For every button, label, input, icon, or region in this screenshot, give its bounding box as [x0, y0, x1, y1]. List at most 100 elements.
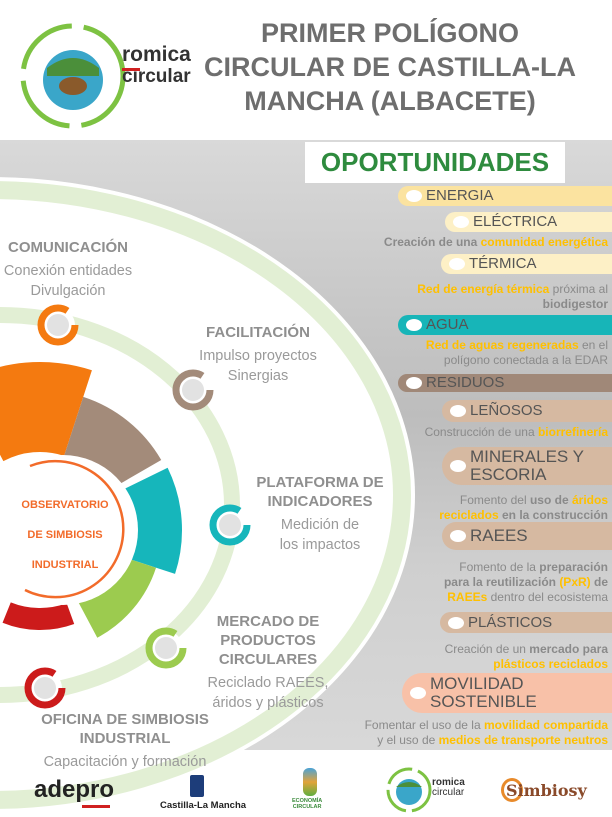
description-line: Construcción de una biorrefinería [425, 425, 608, 440]
description-segment: uso de [529, 493, 572, 507]
category-label-line: RAEES [470, 526, 528, 545]
economia-circular-logo: ECONOMÍA CIRCULAR [292, 798, 322, 810]
category-label-line: LEÑOSOS [470, 402, 543, 419]
service-subtitle: Capacitación y formación [43, 754, 207, 770]
category-label-line: TÉRMICA [469, 255, 537, 272]
sector-orange [0, 362, 92, 462]
description-segment: Fomento de la [459, 560, 540, 574]
description-line: Fomento del uso de áridos [439, 493, 608, 508]
description-segment: mercado para [529, 642, 608, 656]
category-label-line: MOVILIDAD [430, 674, 524, 693]
category-label-line: AGUA [426, 316, 469, 333]
description-segment: preparación [539, 560, 608, 574]
observatory-line: INDUSTRIAL [31, 559, 99, 571]
category-label: PLÁSTICOS [468, 614, 552, 632]
category-label-line: RESIDUOS [426, 374, 505, 391]
description-line: reciclados en la construcción [439, 508, 608, 523]
category-label-line: PLÁSTICOS [468, 613, 553, 631]
description-line: plásticos reciclados [445, 657, 608, 672]
category-label: ENERGIA [426, 187, 494, 205]
observatory-label: OBSERVATORIO DE SIMBIOSIS INDUSTRIAL [5, 490, 125, 580]
observatory-line: DE SIMBIOSIS [27, 529, 103, 541]
bullet-dot-icon [406, 377, 422, 389]
description-line: polígono conectada a la EDAR [426, 353, 608, 368]
opportunity-category: RESIDUOS [398, 374, 612, 392]
service-title: PRODUCTOS [220, 632, 316, 649]
opportunity-category: RAEES [442, 522, 612, 550]
outer-ring [0, 181, 411, 809]
description-line: Creación de una comunidad energética [384, 235, 608, 250]
description-segment: áridos [571, 493, 608, 507]
category-label: TÉRMICA [469, 255, 537, 273]
castilla-la-mancha-logo: Castilla-La Mancha [160, 800, 247, 811]
description-line: Fomento de la preparación [444, 560, 608, 575]
description-segment: RAEEs [447, 590, 488, 604]
service-subtitle: Reciclado RAEES, [207, 675, 329, 691]
bullet-dot-icon [450, 460, 466, 472]
opportunity-category: ENERGIA [398, 186, 612, 206]
service-node-center [34, 677, 56, 699]
opportunity-category: LEÑOSOS [442, 400, 612, 422]
category-label: RESIDUOS [426, 374, 504, 392]
service-subtitle: Impulso proyectos [199, 348, 317, 364]
service-subtitle: Divulgación [30, 283, 106, 299]
description-segment: reciclados [439, 508, 499, 522]
romica-recycle-icon [386, 767, 432, 813]
opportunity-description: Creación de una comunidad energética [384, 235, 608, 250]
romica-line: romica [432, 777, 465, 788]
simbiosy-ring-icon [501, 778, 523, 802]
description-segment: Creación de un [444, 642, 530, 656]
description-segment: y el uso de [377, 733, 439, 747]
description-line: RAEEs dentro del ecosistema [444, 590, 608, 605]
description-line: Fomentar el uso de la movilidad comparti… [365, 718, 608, 733]
economia-circular-figure-icon [303, 768, 317, 796]
bullet-dot-icon [450, 530, 466, 542]
simbiosy-logo: Simbiosy [506, 781, 587, 800]
description-segment: Red de aguas regeneradas [425, 338, 579, 352]
category-label: RAEES [470, 527, 528, 545]
description-segment: plásticos reciclados [493, 657, 608, 671]
bullet-dot-icon [406, 319, 422, 331]
service-title: MERCADO DE [216, 613, 320, 630]
description-line: Red de energía térmica próxima al [417, 282, 608, 297]
bullet-dot-icon [449, 258, 465, 270]
opportunity-category: ELÉCTRICA [445, 212, 612, 232]
economia-line: ECONOMÍA [292, 798, 323, 804]
opportunity-description: Fomentar el uso de la movilidad comparti… [365, 718, 608, 748]
service-node-center [47, 314, 69, 336]
adepro-logo: adepro [34, 776, 114, 808]
service-subtitle: Medición de [280, 517, 360, 533]
description-line: biodigestor [417, 297, 608, 312]
service-title: INDICADORES [267, 493, 373, 510]
opportunity-category: AGUA [398, 315, 612, 335]
economia-line: CIRCULAR [292, 804, 322, 810]
service-node-center [155, 637, 177, 659]
description-segment: Red de energía térmica [417, 282, 550, 296]
category-label-line: ESCORIA [470, 465, 547, 484]
service-title: PLATAFORMA DE [256, 474, 384, 491]
castilla-la-mancha-emblem [190, 775, 204, 797]
service-node-center [182, 379, 204, 401]
service-title: COMUNICACIÓN [8, 239, 128, 256]
description-segment: Construcción de una [424, 425, 538, 439]
category-label: LEÑOSOS [470, 402, 543, 420]
description-segment: polígono conectada a la EDAR [443, 353, 608, 367]
description-segment: Fomentar el uso de la [364, 718, 484, 732]
category-label-line: SOSTENIBLE [430, 692, 537, 711]
bullet-dot-icon [448, 616, 464, 629]
opportunity-category: TÉRMICA [441, 254, 612, 274]
category-label: AGUA [426, 316, 469, 334]
logo-text: romica circular [122, 44, 191, 88]
category-label: ELÉCTRICA [473, 213, 557, 231]
description-segment: movilidad compartida [483, 718, 608, 732]
sector-red [2, 602, 75, 630]
description-segment: para la reutilización [443, 575, 560, 589]
logo-circular: circular [122, 66, 191, 87]
